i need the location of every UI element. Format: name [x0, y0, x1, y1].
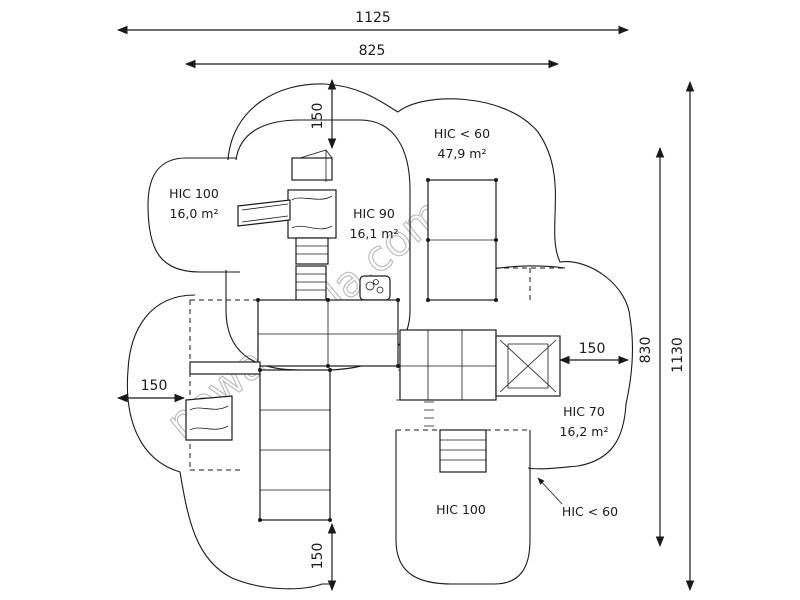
- dimension-right-inner-label: 830: [638, 337, 654, 364]
- top-tower: [287, 149, 337, 265]
- dimension-right-inner: 830: [638, 146, 665, 548]
- zone-hic-100-bottom-outline: [395, 430, 531, 585]
- left-bridge: [189, 361, 332, 522]
- dimension-bottom-clearance: 150: [310, 522, 337, 592]
- dimension-top-inner: 825: [184, 43, 560, 69]
- zone-hic-lt60-callout-label: HIC < 60: [562, 504, 618, 519]
- zone-hic-70-dashed-boundary: [495, 267, 565, 300]
- top-ladder: [295, 265, 327, 301]
- dimension-left-clearance: 150: [116, 378, 186, 403]
- dimension-right-overall: 1130: [670, 80, 695, 592]
- dimension-top-clearance-label: 150: [310, 103, 326, 130]
- dimension-top-inner-label: 825: [359, 43, 386, 59]
- zone-hic-90-label: HIC 90: [353, 206, 395, 221]
- dimension-bottom-clearance-label: 150: [310, 543, 326, 570]
- zone-hic-100-left-area: 16,0 m²: [170, 206, 219, 221]
- left-wavy-panel: [185, 395, 233, 441]
- dimension-left-clearance-label: 150: [141, 378, 168, 394]
- zone-hic-70-area: 16,2 m²: [560, 424, 609, 439]
- zone-hic-90-area: 16,1 m²: [350, 226, 399, 241]
- zone-hic-lt60-callout: HIC < 60: [537, 477, 618, 519]
- bottom-ladder-and-slide: [424, 401, 487, 473]
- zone-hic-100-left-outline: [147, 157, 240, 273]
- dimension-right-clearance: 150: [558, 341, 630, 365]
- central-platform: [256, 298, 400, 368]
- zone-hic-70-label: HIC 70: [563, 404, 605, 419]
- zone-hic-lt60-top-label: HIC < 60: [434, 126, 490, 141]
- zone-hic-100-bottom-label: HIC 100: [436, 502, 486, 517]
- dimension-top-clearance: 150: [310, 78, 337, 150]
- left-dashed-boundary: [189, 299, 258, 470]
- dimension-right-clearance-label: 150: [579, 341, 606, 357]
- dimension-top-overall-label: 1125: [355, 10, 391, 26]
- outer-safety-zone-outline: [227, 83, 634, 470]
- right-platform: [396, 329, 561, 401]
- top-right-climbing-net: [426, 178, 498, 302]
- dimension-top-overall: 1125: [116, 10, 630, 35]
- zone-hic-lt60-top-area: 47,9 m²: [438, 146, 487, 161]
- top-left-slide: [237, 199, 291, 227]
- play-panel: [359, 275, 391, 301]
- zone-hic-100-left-label: HIC 100: [169, 186, 219, 201]
- dimension-right-overall-label: 1130: [670, 337, 686, 373]
- outer-safety-zone-left: [126, 294, 330, 590]
